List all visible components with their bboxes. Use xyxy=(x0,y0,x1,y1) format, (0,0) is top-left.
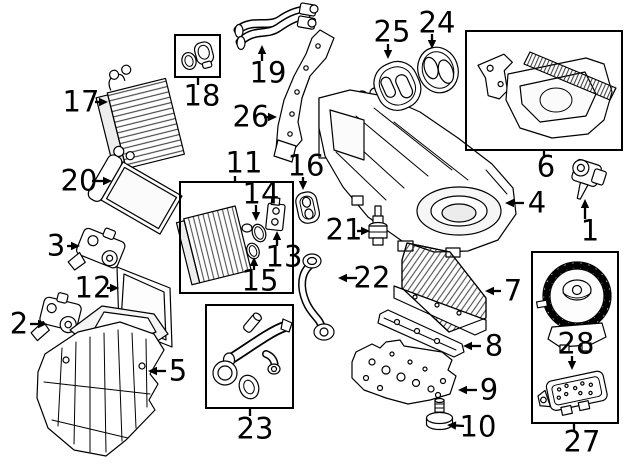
part-16-grommet xyxy=(295,191,321,224)
callout-5-arrowhead xyxy=(148,366,157,376)
part-19-heater-hoses xyxy=(233,2,319,51)
callout-19-label: 19 xyxy=(249,55,287,90)
callout-4-label: 4 xyxy=(527,185,547,220)
callout-20-arrowhead xyxy=(103,176,112,186)
part-7-cabin-air-filter xyxy=(393,242,487,336)
callout-22-arrowhead xyxy=(338,273,347,283)
part-9-gasket-plate xyxy=(351,339,457,405)
group-box-6 xyxy=(465,30,623,151)
part-22-ac-pipe xyxy=(298,253,335,341)
part-13-expansion-valve xyxy=(265,196,286,232)
part-3-actuator xyxy=(67,227,126,271)
part-8-support-rail xyxy=(377,309,465,358)
part-2-actuator xyxy=(30,292,82,342)
callout-26-arrowhead xyxy=(268,112,277,122)
callout-5-label: 5 xyxy=(168,353,188,388)
part-26-bracket xyxy=(273,29,335,163)
part-14-o-ring xyxy=(251,223,267,243)
part-4-evaporator-housing xyxy=(318,87,517,258)
part-5-heater-housing xyxy=(36,305,169,457)
callout-12-arrowhead xyxy=(110,283,119,293)
callout-28-label: 28 xyxy=(557,326,595,361)
part-15-o-ring xyxy=(246,242,260,260)
callout-14-arrowhead xyxy=(251,212,261,221)
callout-13-label: 13 xyxy=(265,239,303,274)
group-box-11 xyxy=(179,181,294,294)
callout-9-arrowhead xyxy=(458,385,467,395)
callout-21-label: 21 xyxy=(325,212,363,247)
group-box-23 xyxy=(205,304,294,409)
part-27-blower-motor xyxy=(535,261,612,354)
part-11-evaporator-kit xyxy=(175,205,253,286)
part-24-seal xyxy=(417,46,459,94)
callout-22-label: 22 xyxy=(353,260,391,295)
part-20-heater-core xyxy=(87,145,183,235)
callout-13-arrowhead xyxy=(272,231,282,240)
callout-7-label: 7 xyxy=(503,273,523,308)
callout-23-label: 23 xyxy=(236,411,274,446)
callout-8-arrowhead xyxy=(463,341,472,351)
callout-2-arrowhead xyxy=(38,319,47,329)
callout-18-label: 18 xyxy=(183,78,221,113)
callout-25-arrowhead xyxy=(383,50,393,59)
callout-8-label: 8 xyxy=(484,328,504,363)
callout-4-arrowhead xyxy=(505,198,514,208)
callout-9-label: 9 xyxy=(479,372,499,407)
callout-15-label: 15 xyxy=(241,263,279,298)
callout-21-arrowhead xyxy=(361,226,370,236)
callout-1-label: 1 xyxy=(580,213,600,248)
callout-1-arrowhead xyxy=(580,199,590,208)
callout-24-label: 24 xyxy=(418,5,456,40)
group-box-18 xyxy=(174,34,221,78)
callout-26-label: 26 xyxy=(232,99,270,134)
part-18-seal-kit xyxy=(181,41,215,71)
callout-10-arrowhead xyxy=(447,421,457,430)
callout-17-arrowhead xyxy=(99,97,108,107)
part-28-blower-resistor xyxy=(537,370,608,416)
callout-6-label: 6 xyxy=(536,149,556,184)
part-23-duct-seal-kit xyxy=(212,312,293,400)
callout-7-arrowhead xyxy=(485,286,494,296)
callout-27-label: 27 xyxy=(563,424,601,459)
callout-12-label: 12 xyxy=(74,270,112,305)
callout-17-label: 17 xyxy=(62,84,100,119)
part-21-valve xyxy=(368,205,388,246)
callout-16-label: 16 xyxy=(287,148,325,183)
part-6-cover-assembly xyxy=(477,51,617,139)
callout-10-label: 10 xyxy=(459,409,497,444)
callout-14-label: 14 xyxy=(242,176,280,211)
part-1-sensor xyxy=(571,158,607,200)
callout-3-arrowhead xyxy=(71,241,80,251)
callout-11-label: 11 xyxy=(225,145,263,180)
callout-20-label: 20 xyxy=(60,163,98,198)
callout-19-arrowhead xyxy=(257,45,267,54)
callout-28-arrowhead xyxy=(567,361,577,370)
callout-15-arrowhead xyxy=(249,257,259,266)
callout-25-label: 25 xyxy=(373,14,411,49)
callout-16-arrowhead xyxy=(298,181,308,190)
callout-3-label: 3 xyxy=(46,228,66,263)
part-25-seal xyxy=(373,60,422,111)
callout-2-label: 2 xyxy=(9,306,29,341)
callout-24-arrowhead xyxy=(427,40,437,49)
